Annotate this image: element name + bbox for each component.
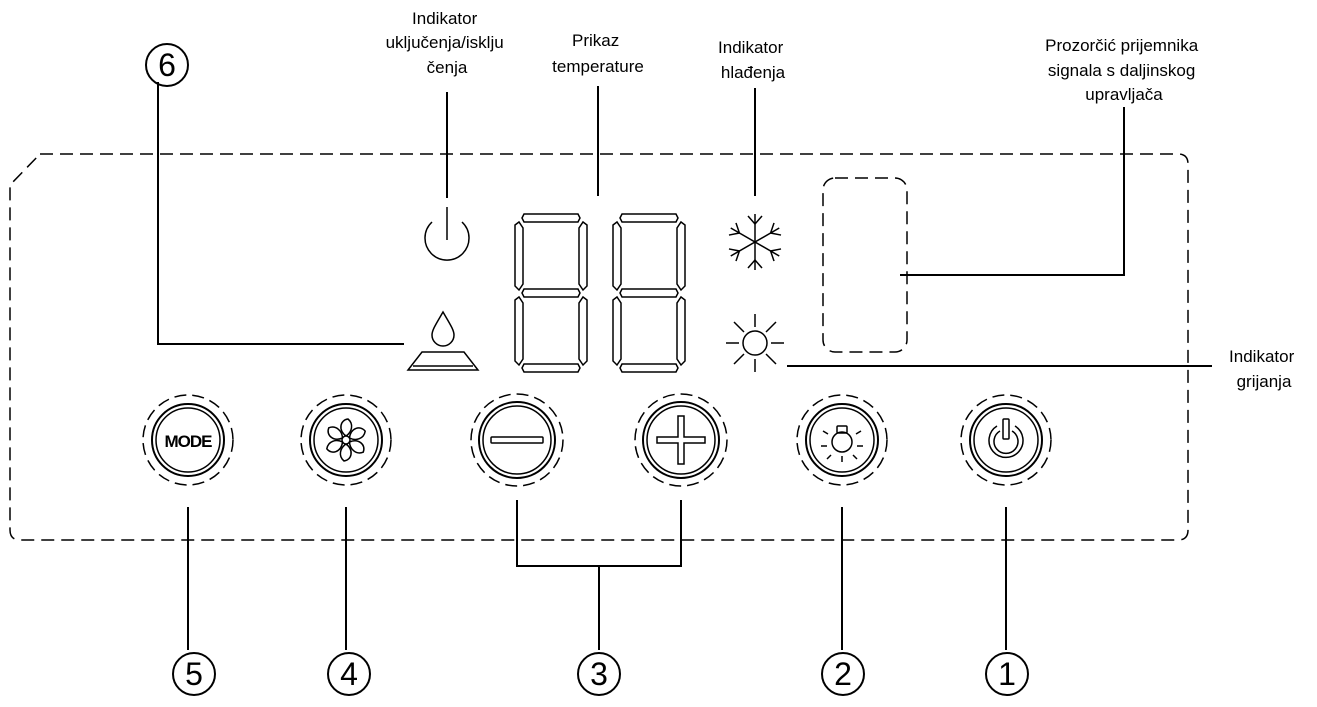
- fan-icon: [326, 418, 366, 462]
- power-button[interactable]: [960, 394, 1052, 486]
- plus-icon: [656, 415, 706, 465]
- digit-2: [612, 213, 686, 373]
- callout-4: 4: [327, 652, 371, 696]
- callout-2: 2: [821, 652, 865, 696]
- water-drop-tray-icon: [406, 310, 480, 371]
- panel-outline: [9, 153, 1189, 541]
- callout-5: 5: [172, 652, 216, 696]
- cooling-indicator-label: Indikator hlađenja: [718, 38, 788, 82]
- callout-1: 1: [985, 652, 1029, 696]
- leader-water-indicator: [157, 82, 404, 345]
- leader-remote-receiver: [900, 107, 1125, 276]
- sun-icon: [726, 314, 784, 372]
- power-button-icon: [988, 418, 1024, 459]
- digit-1: [514, 213, 588, 373]
- temperature-display: [514, 213, 686, 373]
- minus-button[interactable]: [470, 393, 564, 487]
- heating-indicator-label: Indikator grijanja: [1229, 347, 1299, 391]
- temperature-display-label: Prikaz temperature: [552, 31, 644, 76]
- svg-text:3: 3: [590, 656, 608, 692]
- callout-6: 6: [145, 43, 189, 87]
- fan-button[interactable]: [300, 394, 392, 486]
- light-button[interactable]: [796, 394, 888, 486]
- callout-3: 3: [577, 652, 621, 696]
- power-indicator-label: Indikator uključenja/isklju čenja: [386, 9, 509, 77]
- remote-receiver-window: [822, 177, 908, 353]
- mode-button-label: MODE: [165, 432, 213, 451]
- mode-button[interactable]: MODE: [142, 394, 234, 486]
- minus-icon: [490, 436, 544, 444]
- svg-text:4: 4: [340, 656, 358, 692]
- svg-text:1: 1: [998, 656, 1016, 692]
- svg-text:6: 6: [158, 47, 176, 83]
- svg-text:2: 2: [834, 656, 852, 692]
- light-bulb-icon: [821, 425, 863, 462]
- plus-button[interactable]: [634, 393, 728, 487]
- snowflake-icon: [728, 214, 782, 270]
- power-icon: [424, 207, 470, 261]
- remote-receiver-label: Prozorčić prijemnika signala s daljinsko…: [1045, 36, 1203, 104]
- leader-minus-plus: [516, 500, 682, 567]
- svg-text:5: 5: [185, 656, 203, 692]
